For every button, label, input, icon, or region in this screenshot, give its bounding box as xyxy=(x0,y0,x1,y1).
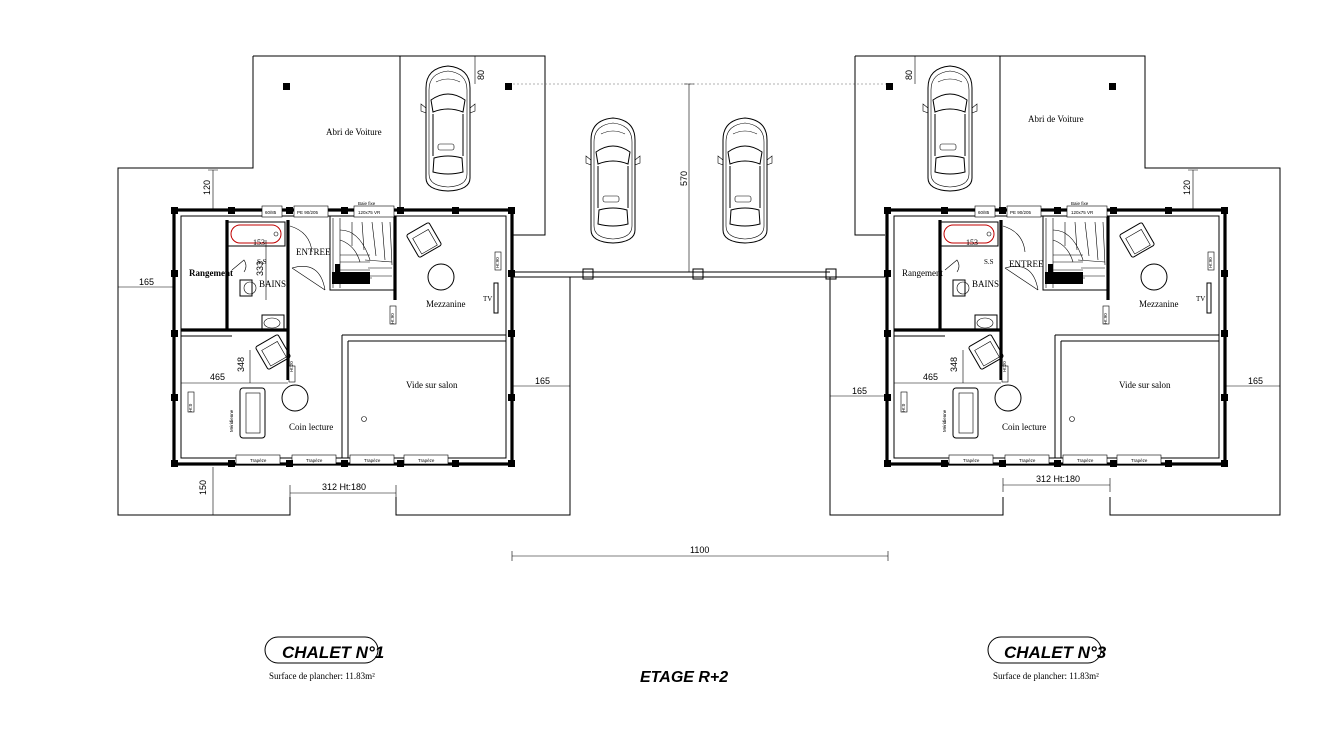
c1-tag-trapeze-2: Trapèze xyxy=(306,458,323,463)
chalet-3-surface: Surface de plancher: 11.83m² xyxy=(993,671,1099,681)
c1-tag-ht90-b: Ht:90 xyxy=(390,313,395,324)
dim-570: 570 xyxy=(679,171,689,186)
c3-room-vide: Vide sur salon xyxy=(1119,380,1171,390)
c1-room-rangement: Rangement xyxy=(189,268,233,278)
c3-tag-ss: S.S xyxy=(984,258,994,266)
c1-room-carport: Abri de Voiture xyxy=(326,127,382,137)
c3-tag-w2: PE 90/205 xyxy=(1010,210,1032,215)
c3-room-mezzanine: Mezzanine xyxy=(1139,299,1178,309)
c3-dim-348: 348 xyxy=(949,357,959,372)
c3-room-entree: ENTREE xyxy=(1009,259,1044,269)
c1-tag-canape: Méridienne xyxy=(229,409,234,432)
c1-tag-ss: S.S xyxy=(257,258,267,266)
chalet-3-plan xyxy=(829,55,1281,516)
c3-tag-ht0: Ht:0 xyxy=(901,403,906,412)
c1-room-mezzanine: Mezzanine xyxy=(426,299,465,309)
c3-dim-465: 465 xyxy=(923,372,938,382)
c1-tag-trapeze-1: Trapèze xyxy=(250,458,267,463)
c3-tag-baie: Baie fixe xyxy=(1071,201,1089,206)
c1-tag-ht20: Ht:20 xyxy=(289,361,294,372)
c3-tag-tv: TV xyxy=(1196,295,1205,303)
c3-tag-w3: 120x75 VR xyxy=(1071,210,1094,215)
c3-dim-120: 120 xyxy=(1182,180,1192,195)
c3-dim-165-right: 165 xyxy=(1248,376,1263,386)
c1-dim-465: 465 xyxy=(210,372,225,382)
c3-room-rangement: Rangement xyxy=(902,268,943,278)
c1-room-bains: BAINS xyxy=(259,279,286,289)
c1-tag-tv: TV xyxy=(483,295,492,303)
chalet-1-surface: Surface de plancher: 11.83m² xyxy=(269,671,375,681)
c3-room-carport: Abri de Voiture xyxy=(1028,114,1084,124)
c1-dim-120: 120 xyxy=(202,180,212,195)
chalet-1-title: CHALET N°1 xyxy=(282,643,384,662)
c1-tag-trapeze-3: Trapèze xyxy=(364,458,381,463)
c1-dim-165-left: 165 xyxy=(139,277,154,287)
c1-tag-ht0: Ht:0 xyxy=(188,403,193,412)
c1-tag-trapeze-4: Trapèze xyxy=(418,458,435,463)
c3-tag-ht90-a: Ht:90 xyxy=(1208,257,1213,268)
c1-dim-312: 312 Ht:180 xyxy=(322,482,366,492)
c3-dim-312: 312 Ht:180 xyxy=(1036,474,1080,484)
c1-tag-153: 153 xyxy=(253,238,265,247)
c3-tag-trapeze-3: Trapèze xyxy=(1077,458,1094,463)
c3-dim-165-left: 165 xyxy=(852,386,867,396)
c1-dim-348: 348 xyxy=(236,357,246,372)
c1-dim-333: 333 xyxy=(255,261,265,276)
chalet-3-title: CHALET N°3 xyxy=(1004,643,1107,662)
c1-dim-165-right: 165 xyxy=(535,376,550,386)
c3-room-bains: BAINS xyxy=(972,279,999,289)
c3-tag-trapeze-1: Trapèze xyxy=(963,458,980,463)
c1-tag-w3: 120x75 VR xyxy=(358,210,381,215)
c1-room-coin: Coin lecture xyxy=(289,422,333,432)
c3-tag-ht20: Ht:20 xyxy=(1002,361,1007,372)
c3-tag-canape: Méridienne xyxy=(942,409,947,432)
c3-room-coin: Coin lecture xyxy=(1002,422,1046,432)
c1-tag-w1: 60/85 xyxy=(265,210,277,215)
c3-tag-w1: 60/85 xyxy=(978,210,990,215)
c3-tag-trapeze-2: Trapèze xyxy=(1019,458,1036,463)
c1-room-entree: ENTREE xyxy=(296,247,331,257)
c1-room-vide: Vide sur salon xyxy=(406,380,458,390)
chalet-1-title-frame xyxy=(264,636,379,664)
c3-tag-153: 153 xyxy=(966,238,978,247)
c1-tag-ht90-a: Ht:90 xyxy=(495,257,500,268)
c3-tag-ht90-b: Ht:90 xyxy=(1103,313,1108,324)
dim-1100: 1100 xyxy=(690,545,709,555)
c1-tag-baie: Baie fixe xyxy=(358,201,376,206)
c3-dim-80: 80 xyxy=(904,70,914,80)
chalet-3-title-frame xyxy=(987,636,1102,664)
c1-dim-80: 80 xyxy=(476,70,486,80)
c1-dim-150: 150 xyxy=(198,480,208,495)
c3-tag-trapeze-4: Trapèze xyxy=(1131,458,1148,463)
chalet-1-plan xyxy=(117,55,890,516)
floor-label: ETAGE R+2 xyxy=(640,669,728,686)
c1-tag-w2: PE 90/205 xyxy=(297,210,319,215)
central-carport xyxy=(511,83,889,561)
